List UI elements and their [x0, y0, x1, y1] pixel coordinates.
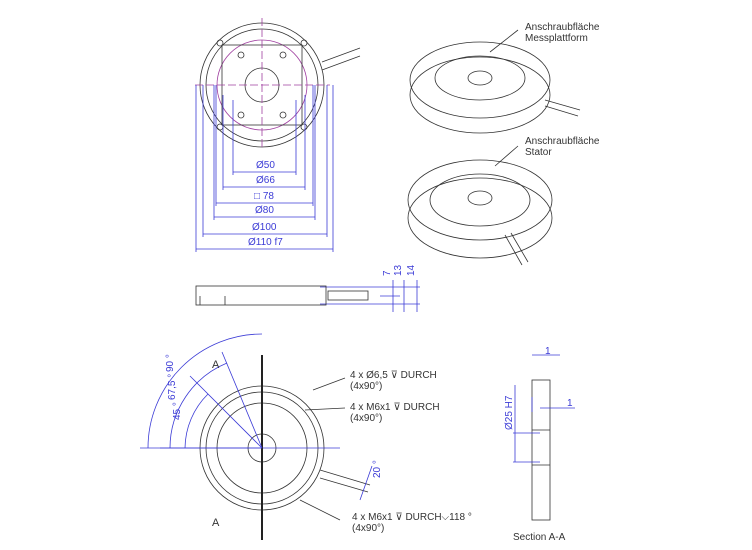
dim-angle-45: 45 °: [172, 402, 183, 420]
bottom-view: [140, 333, 373, 540]
dim-d100: Ø100: [252, 222, 277, 233]
isometric-view-stator: [407, 159, 553, 266]
diameter-dimensions: [195, 85, 420, 312]
section-title: Section A-A: [513, 532, 566, 543]
dim-section-1a: 1: [545, 346, 551, 357]
callout-holes-2: 4 x M6x1 ⊽ DURCH(4x90°): [350, 402, 440, 424]
top-view: [195, 18, 361, 150]
section-view: [513, 354, 575, 521]
dim-d66: Ø66: [256, 175, 275, 186]
dim-d50: Ø50: [256, 160, 275, 171]
dim-angle-90: 90 °: [165, 354, 176, 372]
dim-sq78: □ 78: [254, 191, 274, 202]
section-marker-top: A: [212, 359, 220, 371]
dim-h7: 7: [382, 270, 393, 276]
dim-d25: Ø25 H7: [504, 395, 515, 430]
callout-holes-1: 4 x Ø6,5 ⊽ DURCH(4x90°): [350, 370, 437, 392]
dim-h13: 13: [393, 264, 404, 276]
callout-holes-3: 4 x M6x1 ⊽ DURCH⌵118 °(4x90°): [352, 512, 472, 534]
dim-angle-20: 20 °: [372, 460, 383, 478]
dim-d80: Ø80: [255, 205, 274, 216]
dim-d110: Ø110 f7: [248, 237, 283, 248]
dim-section-1b: 1: [567, 398, 573, 409]
dim-angle-67: 67,5 °: [167, 373, 178, 400]
section-marker-bottom: A: [212, 517, 220, 529]
isometric-view-platform: [409, 41, 581, 134]
dim-h14: 14: [406, 264, 417, 276]
side-view: [195, 285, 369, 306]
